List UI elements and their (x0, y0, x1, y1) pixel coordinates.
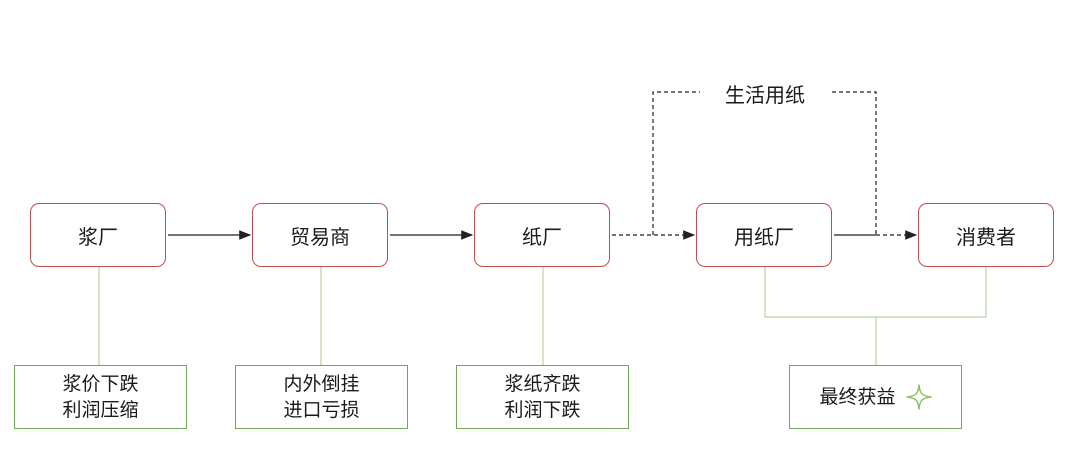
note-line: 利润压缩 (62, 399, 139, 421)
top-bracket-left (652, 91, 700, 235)
node-paper-user: 用纸厂 (696, 203, 832, 267)
note-pulp-mill: 浆价下跌 利润压缩 (14, 365, 187, 429)
top-bracket-right (832, 91, 877, 235)
node-paper-mill: 纸厂 (474, 203, 610, 267)
note-line: 内外倒挂 (283, 373, 360, 395)
top-label-household-paper: 生活用纸 (710, 78, 820, 108)
node-pulp-mill: 浆厂 (30, 203, 166, 267)
node-consumer: 消费者 (918, 203, 1054, 267)
note-trader: 内外倒挂 进口亏损 (235, 365, 408, 429)
sparkle-icon (905, 384, 932, 410)
note-line: 进口亏损 (283, 399, 360, 421)
node-trader: 贸易商 (252, 203, 388, 267)
note-line: 浆纸齐跌 (504, 373, 581, 395)
connector-user-consumer-note (764, 267, 987, 318)
note-line: 浆价下跌 (62, 373, 139, 395)
note-line: 利润下跌 (504, 399, 581, 421)
note-line: 最终获益 (819, 386, 896, 408)
note-paper-mill: 浆纸齐跌 利润下跌 (456, 365, 629, 429)
note-final-gain: 最终获益 (789, 365, 962, 429)
